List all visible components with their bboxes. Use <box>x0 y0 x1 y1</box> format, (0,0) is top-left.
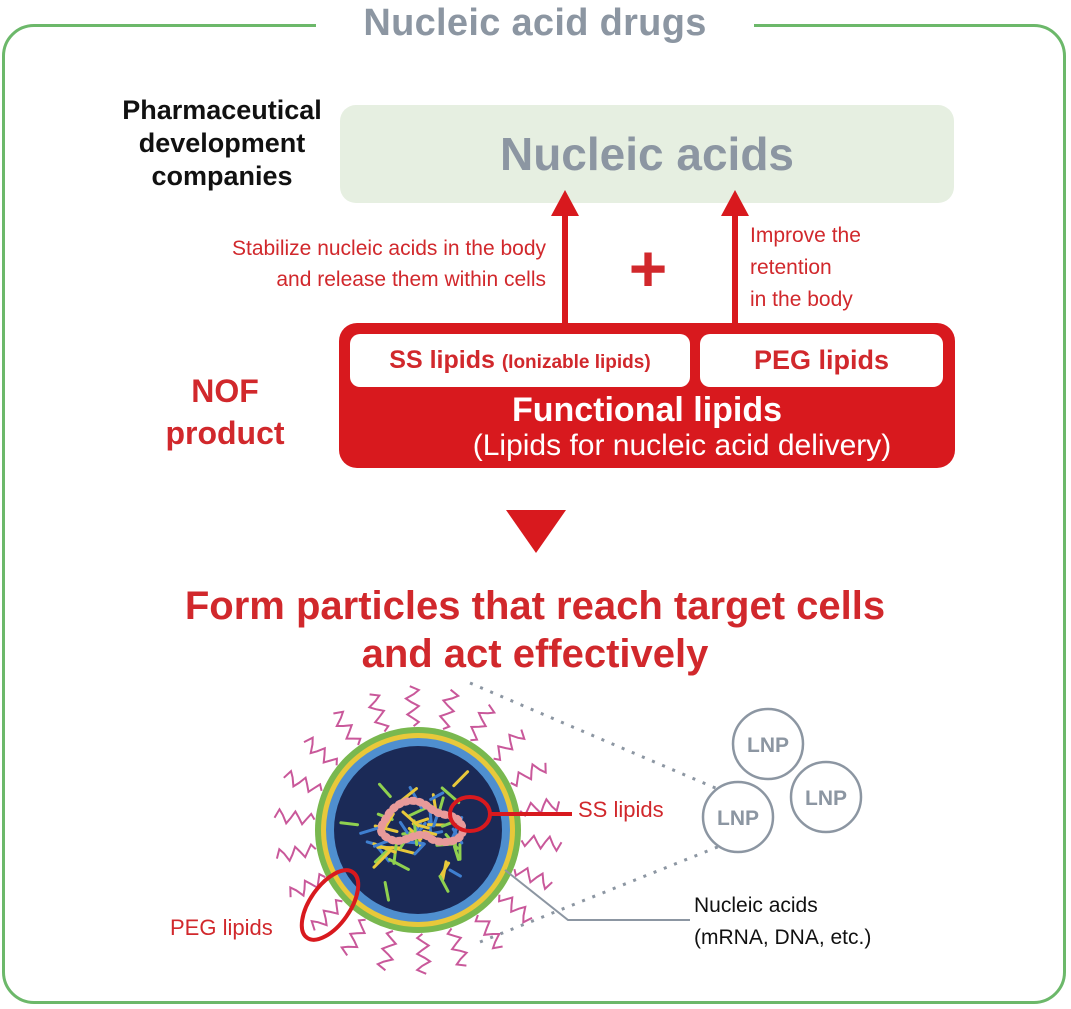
inner-lipid <box>383 881 390 902</box>
ss-lipids-pill-sublabel: (Ionizable lipids) <box>501 352 651 373</box>
peg-tail <box>513 866 553 891</box>
retention-note-line-2: retention <box>750 256 832 279</box>
inner-lipid <box>383 812 395 829</box>
nof-line-1: NOF <box>191 373 259 409</box>
inner-lipid <box>339 821 359 827</box>
lnp-label-3: LNP <box>717 807 759 830</box>
page-title: Nucleic acid drugs <box>316 0 754 48</box>
nof-line-2: product <box>165 415 285 451</box>
inner-lipid <box>359 825 382 835</box>
peg-tail <box>367 693 390 733</box>
peg-tail <box>446 927 469 967</box>
up-arrow-right <box>721 190 749 333</box>
peg-tail <box>469 704 497 742</box>
pharma-line-1: Pharmaceutical <box>122 95 322 125</box>
nucleic-acids-diagram-label: Nucleic acids (mRNA, DNA, etc.) <box>694 890 871 954</box>
peg-lipids-diagram-label: PEG lipids <box>170 915 273 940</box>
peg-tail <box>493 729 526 762</box>
peg-tail <box>403 685 421 727</box>
inner-lipid <box>452 770 470 788</box>
peg-tail <box>303 736 338 766</box>
pharma-line-3: companies <box>151 161 293 191</box>
peg-tail <box>498 894 533 924</box>
peg-tail <box>474 914 503 950</box>
nof-product-label: NOF product <box>150 370 300 454</box>
inner-lipid <box>438 874 450 893</box>
plus-sign: + <box>628 231 668 305</box>
inner-lipid <box>378 782 392 798</box>
nucleic-label-line-2: (mRNA, DNA, etc.) <box>694 926 872 949</box>
nucleic-acids-box: Nucleic acids <box>340 105 954 203</box>
lnp-circle-2: LNP <box>789 760 863 834</box>
peg-tail <box>438 688 461 731</box>
functional-lipids-title: Functional lipids <box>511 391 783 429</box>
pharma-companies-label: Pharmaceutical development companies <box>102 94 342 193</box>
lnp-circle-1: LNP <box>731 707 805 781</box>
peg-tail <box>289 872 326 898</box>
peg-tail <box>339 918 367 956</box>
peg-lipids-pill: PEG lipids <box>700 334 943 387</box>
ss-lipids-pill-label: SS lipids <box>389 346 495 374</box>
nucleic-label-line-1: Nucleic acids <box>694 894 818 917</box>
peg-tail <box>283 769 323 794</box>
retention-note-line-3: in the body <box>750 288 853 311</box>
down-triangle-icon <box>506 510 566 553</box>
ss-lipids-diagram-label: SS lipids <box>578 797 664 822</box>
lnp-label-1: LNP <box>747 734 789 757</box>
peg-tail <box>510 762 547 788</box>
peg-tail <box>310 898 343 931</box>
peg-tail <box>333 710 362 746</box>
pharma-line-2: development <box>138 128 306 158</box>
peg-tail <box>275 842 317 863</box>
peg-lipids-callout-ring <box>299 868 361 942</box>
inner-lipid <box>388 858 410 871</box>
form-title-line-2: and act effectively <box>361 632 709 676</box>
retention-note-line-1: Improve the <box>750 224 861 247</box>
form-title-line-1: Form particles that reach target cells <box>184 584 886 628</box>
nucleic-acids-callout-line <box>504 869 690 921</box>
inner-lipid <box>439 861 451 877</box>
up-arrow-left <box>551 190 579 333</box>
inner-lipid <box>398 820 409 835</box>
retention-note: Improve the retention in the body <box>750 220 970 316</box>
lnp-label-2: LNP <box>805 787 847 810</box>
functional-lipids-subtitle: (Lipids for nucleic acid delivery) <box>472 429 892 462</box>
peg-tail <box>415 933 433 975</box>
stabilize-note-line-2: and release them within cells <box>276 268 546 291</box>
form-particles-title: Form particles that reach target cells a… <box>40 582 1030 678</box>
ss-lipids-pill: SS lipids (Ionizable lipids) <box>350 334 690 387</box>
peg-tail <box>375 929 398 972</box>
inner-lipid <box>429 791 445 801</box>
peg-tail <box>273 807 316 826</box>
lnp-particle <box>273 685 563 975</box>
stabilize-note-line-1: Stabilize nucleic acids in the body <box>231 237 546 260</box>
peg-tail <box>520 834 563 853</box>
inner-lipid <box>453 845 460 861</box>
lnp-circle-3: LNP <box>701 780 775 854</box>
inner-lipid <box>401 810 420 828</box>
stabilize-note: Stabilize nucleic acids in the body and … <box>110 233 546 295</box>
zoom-line-top <box>469 681 721 792</box>
inner-lipid <box>448 868 462 878</box>
inner-lipid <box>372 850 391 869</box>
inner-lipid <box>413 842 426 856</box>
